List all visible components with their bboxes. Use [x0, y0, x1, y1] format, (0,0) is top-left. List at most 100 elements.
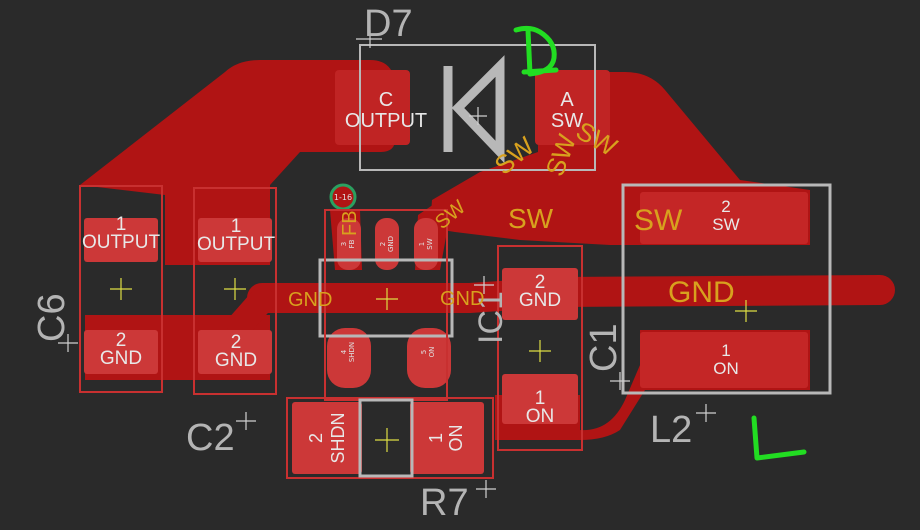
designator-d7: D7: [364, 3, 413, 45]
c2-origin: [224, 278, 246, 300]
ic1-pin-4-num: 4: [340, 349, 348, 354]
d7-outline: [359, 44, 596, 171]
c2-pad-2: [198, 330, 272, 374]
c6-courtyard: [79, 185, 163, 393]
l2-pad-1-num: 1: [721, 341, 730, 360]
output-pour: [80, 60, 395, 265]
d7-ref-origin: [356, 30, 382, 48]
d7-pad-a: [535, 70, 610, 145]
c1-pad-2: [502, 268, 578, 320]
hand-annotations: D L: [513, 25, 807, 461]
gnd-diag-trace: [227, 287, 275, 338]
l2-pad-1: [640, 332, 808, 388]
d7-pad-a-net: SW: [551, 110, 583, 132]
ic1-pin-3: [337, 218, 361, 270]
c6-pad-1: [84, 218, 158, 262]
l2-pad-2-num: 2: [721, 197, 730, 216]
c6-pad-2: [84, 330, 158, 374]
d7-pad-c-num: C: [379, 89, 393, 111]
d7-pad-c-net: OUTPUT: [345, 110, 427, 132]
l2-origin: [735, 300, 757, 322]
c6-origin: [110, 278, 132, 300]
pads-layer: [84, 70, 808, 474]
diode-symbol: [443, 55, 505, 164]
d7-pad-a-num: A: [560, 89, 574, 111]
l2-pad-2: [640, 192, 808, 244]
r7-pad-1-num: 1: [426, 433, 446, 443]
r7-pad-1-net: ON: [446, 425, 466, 452]
c6-ref-origin: [58, 334, 78, 352]
c2-pad-2-num: 2: [231, 332, 242, 353]
annotation-l-stroke: [751, 415, 807, 461]
l2-pad-1-net: ON: [713, 359, 739, 378]
c1-courtyard: [497, 245, 583, 451]
via-label: 1-16: [334, 193, 352, 202]
ic1-pin-2-num: 2: [379, 242, 387, 246]
annotation-d-stroke: [513, 25, 559, 77]
r7-pad-2-net: SHDN: [328, 412, 348, 463]
c6-pad-1-num: 1: [116, 214, 127, 235]
ic1-pin-2: [375, 218, 399, 270]
net-label-fb: FB: [339, 210, 361, 236]
ic1-pin-2-net: GND: [387, 236, 395, 252]
r7-origin: [375, 428, 399, 452]
r7-body: [358, 398, 414, 478]
ic1-pin-1-net: SW: [426, 238, 434, 249]
c1-pad-1: [502, 374, 578, 424]
ic1-pin-1: [414, 218, 438, 270]
l2-outline: [621, 183, 832, 395]
net-label-gnd-right: GND: [668, 276, 735, 309]
c1-pad-2-net: GND: [519, 290, 561, 311]
ic1-pin-3-net: FB: [348, 239, 356, 248]
silkscreen-layer: [79, 44, 832, 479]
designator-ic1: IC1: [472, 291, 510, 344]
ic1-ref-origin: [474, 276, 494, 294]
c1-pad-1-net: ON: [526, 406, 555, 427]
designator-r7: R7: [420, 482, 469, 524]
l2-pad-2-net: SW: [712, 215, 739, 234]
designator-c2: C2: [186, 417, 235, 459]
designator-c6: C6: [31, 293, 73, 342]
ic1-origin: [376, 288, 398, 310]
designators: D7 C6 C2 C1 L2 R7 IC1: [31, 3, 692, 524]
origin-markers: [58, 30, 757, 498]
r7-courtyard: [286, 397, 494, 479]
designator-l2: L2: [650, 409, 692, 451]
c1-pad-2-num: 2: [535, 272, 546, 293]
ic1-pin-3-num: 3: [340, 242, 348, 246]
c2-pad-1-net: OUTPUT: [197, 234, 276, 255]
d7-origin: [469, 107, 487, 125]
c1-pad-1-num: 1: [535, 388, 546, 409]
c2-courtyard: [193, 187, 277, 395]
net-label-sw-right: SW: [634, 204, 683, 237]
ic1-pin-4: [327, 328, 371, 388]
r7-pad-2-num: 2: [306, 433, 326, 443]
c2-ref-origin: [236, 412, 256, 430]
ic1-pin-1-num: 1: [418, 242, 426, 246]
c2-pad-1: [198, 218, 272, 262]
ic1-outline: [318, 258, 454, 338]
net-label-gnd-left: GND: [288, 289, 332, 311]
ic1-pin-5: [407, 328, 451, 388]
net-label-sw-mid: SW: [508, 203, 554, 234]
l2-ref-origin: [696, 404, 716, 422]
c2-pad-2-net: GND: [215, 350, 257, 371]
designator-c1: C1: [583, 323, 625, 372]
r7-pad-2: [292, 402, 362, 474]
c1-origin: [529, 340, 551, 362]
ic1-pin-5-net: ON: [428, 347, 436, 358]
net-label-gnd-mid: GND: [440, 288, 484, 310]
ic1-pin-4-net: SHDN: [348, 342, 356, 362]
ic1-pin-5-num: 5: [420, 350, 428, 354]
pad-labels: C OUTPUT A SW 1 OUTPUT 2 GND 1 OUTPUT 2 …: [82, 89, 740, 464]
c6-pad-2-net: GND: [100, 348, 142, 369]
r7-pad-1: [410, 402, 484, 474]
c2-pad-1-num: 1: [231, 216, 242, 237]
r7-ref-origin: [476, 480, 496, 498]
c1-ref-origin: [610, 372, 630, 390]
d7-pad-c: [335, 70, 410, 145]
c6-pad-1-net: OUTPUT: [82, 232, 161, 253]
c6-pad-2-num: 2: [116, 330, 127, 351]
